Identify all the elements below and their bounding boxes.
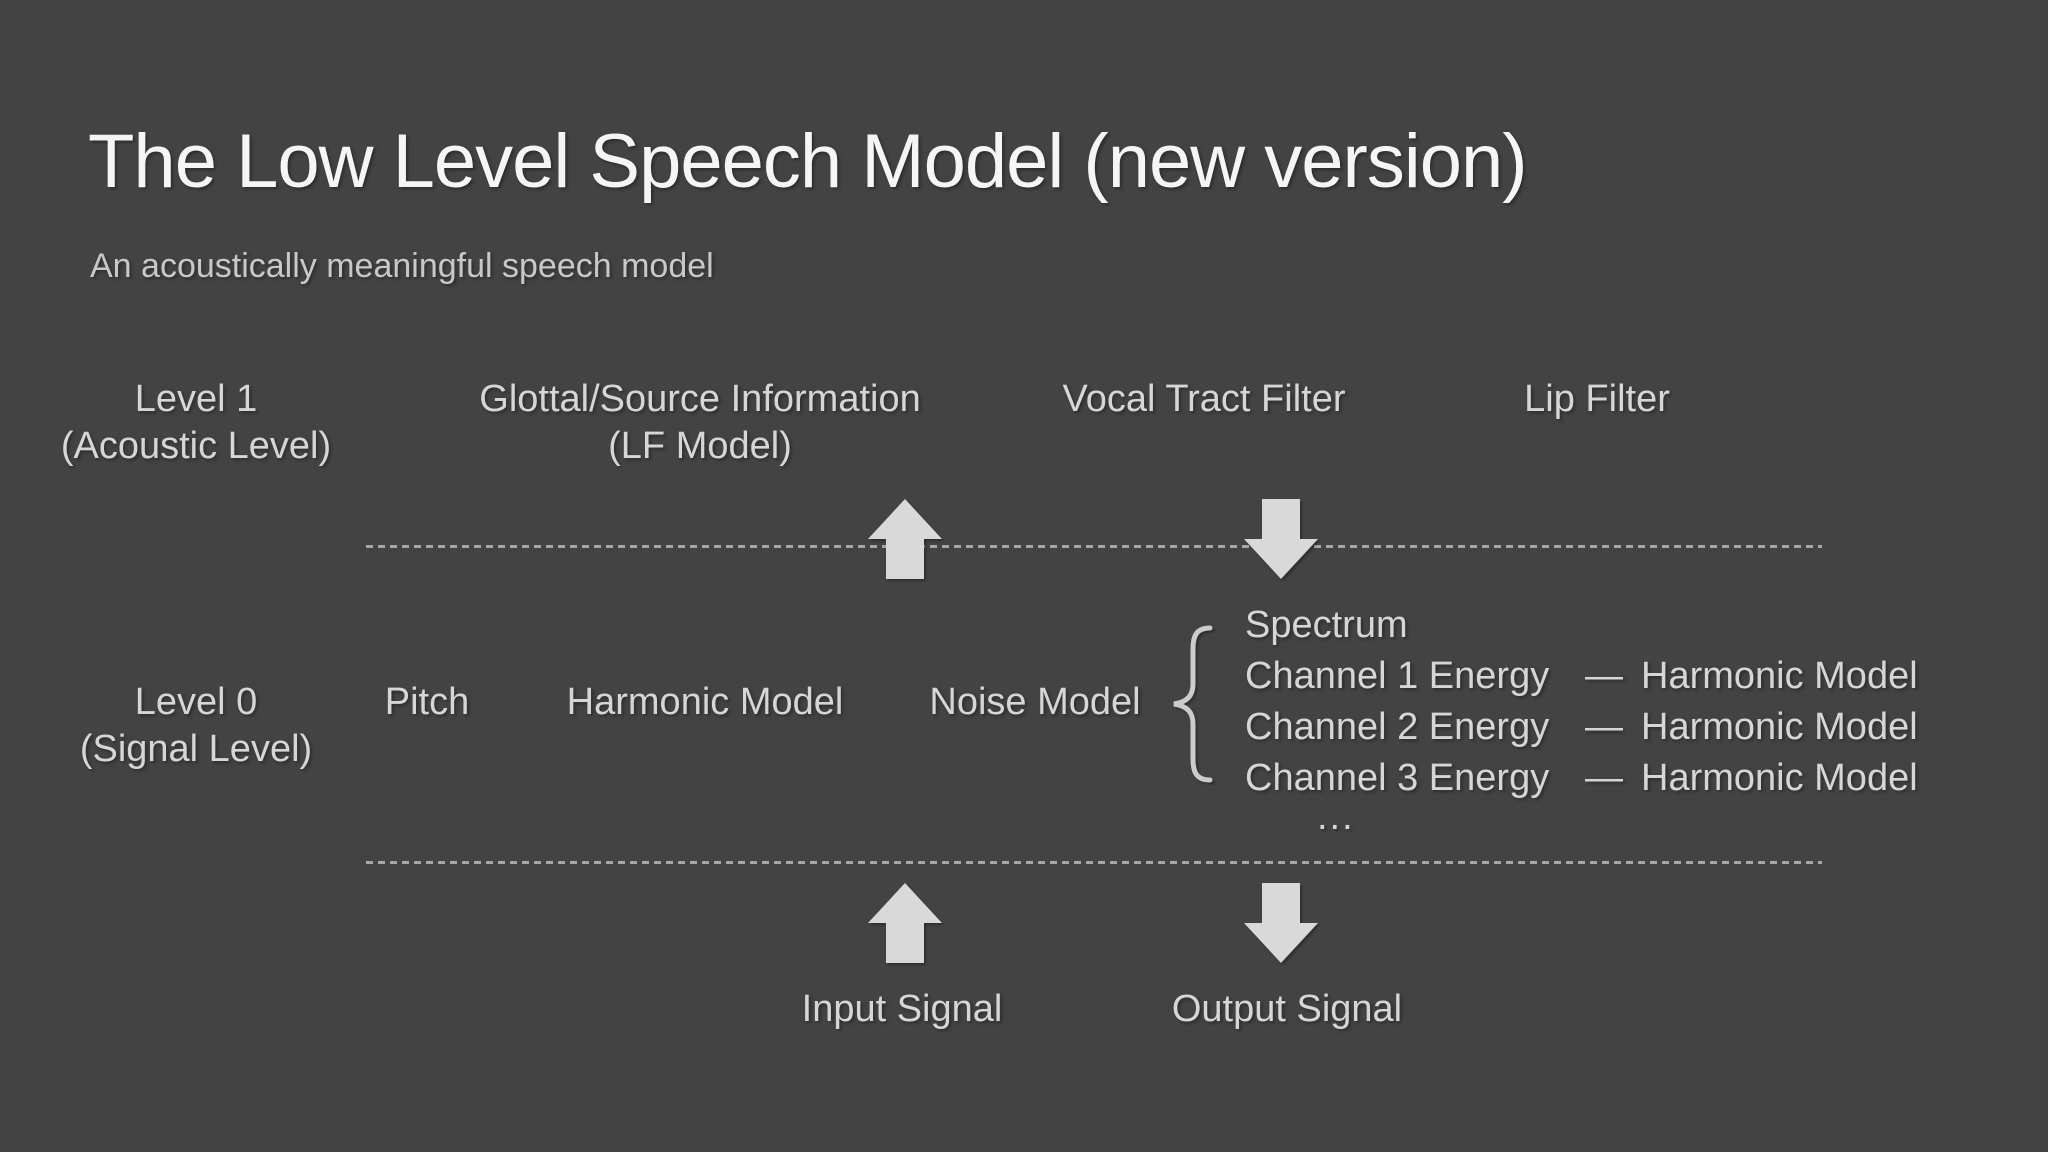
input-signal-label: Input Signal <box>801 988 1003 1030</box>
harmonic-model-label: Harmonic Model <box>566 681 844 723</box>
channel-separator: — <box>1585 757 1623 799</box>
level0-label-line2: (Signal Level) <box>79 728 313 770</box>
down-arrow-icon <box>1244 883 1318 963</box>
glottal-source-line2: (LF Model) <box>608 425 792 467</box>
up-arrow-icon <box>868 499 942 579</box>
lip-filter-label: Lip Filter <box>1524 378 1670 420</box>
channel-model: Harmonic Model <box>1641 655 1918 697</box>
channel-row: Channel 1 Energy — Harmonic Model <box>1245 651 2005 702</box>
page-subtitle: An acoustically meaningful speech model <box>90 247 714 285</box>
level0-label-line1: Level 0 <box>134 681 258 723</box>
page-title: The Low Level Speech Model (new version) <box>88 119 1528 204</box>
spectrum-heading: Spectrum <box>1245 604 1408 646</box>
signal-io-divider <box>366 861 1822 864</box>
level1-label-line1: Level 1 <box>134 378 258 420</box>
channel-model: Harmonic Model <box>1641 757 1918 799</box>
spectrum-block: Spectrum Channel 1 Energy — Harmonic Mod… <box>1245 600 2005 838</box>
pitch-label: Pitch <box>384 681 470 723</box>
channel-separator: — <box>1585 706 1623 748</box>
output-signal-label: Output Signal <box>1171 988 1403 1030</box>
channel-name: Channel 1 Energy <box>1245 655 1550 697</box>
level1-label-line2: (Acoustic Level) <box>60 425 332 467</box>
channel-row: Channel 2 Energy — Harmonic Model <box>1245 702 2005 753</box>
vocal-tract-filter-label: Vocal Tract Filter <box>1062 378 1346 420</box>
level0-row-label: Level 0 (Signal Level) <box>36 679 356 773</box>
glottal-source-line1: Glottal/Source Information <box>479 378 921 420</box>
channel-name: Channel 2 Energy <box>1245 706 1550 748</box>
channel-row: Channel 3 Energy — Harmonic Model <box>1245 753 2005 804</box>
spectrum-ellipsis: ... <box>1317 796 1355 838</box>
noise-model-label: Noise Model <box>929 681 1141 723</box>
channel-model: Harmonic Model <box>1641 706 1918 748</box>
level1-row-label: Level 1 (Acoustic Level) <box>36 376 356 470</box>
left-brace-icon <box>1173 625 1213 783</box>
channel-separator: — <box>1585 655 1623 697</box>
acoustic-signal-divider <box>366 545 1822 548</box>
up-arrow-icon <box>868 883 942 963</box>
glottal-source-label: Glottal/Source Information (LF Model) <box>440 376 960 470</box>
channel-name: Channel 3 Energy <box>1245 757 1550 799</box>
down-arrow-icon <box>1244 499 1318 579</box>
